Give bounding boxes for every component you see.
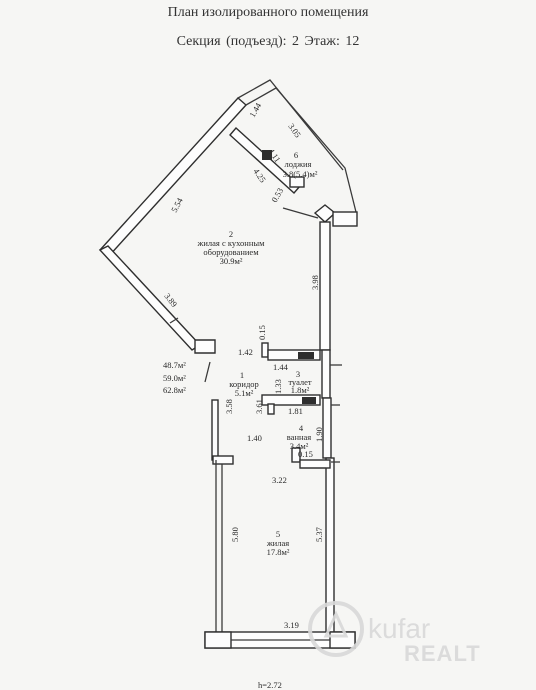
dim-3-89: 3.89 xyxy=(162,291,179,309)
dim-1-81: 1.81 xyxy=(288,406,303,416)
room-2-name-line1: жилая с кухонным xyxy=(197,238,266,248)
dim-5-54: 5.54 xyxy=(169,195,185,213)
dim-3-22: 3.22 xyxy=(272,475,287,485)
dim-0-53: 0.53 xyxy=(269,186,285,204)
wall-right-exterior xyxy=(319,221,342,634)
dim-1-90: 1.90 xyxy=(314,427,324,442)
total-area-a: 48.7м² xyxy=(163,360,186,370)
room-1-area: 5.1м² xyxy=(235,388,254,398)
room-2-area: 30.9м² xyxy=(220,256,243,266)
dim-1-42: 1.42 xyxy=(238,347,253,357)
room-6-number: 6 xyxy=(294,150,298,160)
wall-bottom xyxy=(204,631,356,649)
ceiling-height: h=2.72 xyxy=(258,680,282,690)
dim-0-15-b: 0.15 xyxy=(298,449,313,459)
room-4-name: ванная xyxy=(287,432,312,442)
room-4-area: 3.4м² xyxy=(290,441,309,451)
dim-4-25: 4.25 xyxy=(251,166,268,184)
dim-1-44-b: 1.44 xyxy=(273,362,289,372)
room-5-name: жилая xyxy=(266,538,289,548)
watermark-ring-icon xyxy=(308,601,364,657)
room-1-label: 1 коридор 5.1м² xyxy=(229,370,259,398)
dim-3-58: 3.58 xyxy=(224,399,234,414)
wall-diagonal-upper xyxy=(99,97,247,258)
total-area-c: 62.8м² xyxy=(163,385,186,395)
section-floor-info: Секция (подъезд): 2 Этаж: 12 xyxy=(176,34,360,49)
dim-5-80: 5.80 xyxy=(230,527,240,542)
total-area-b: 59.0м² xyxy=(163,373,186,383)
dim-5-37: 5.37 xyxy=(314,527,324,542)
dim-0-15-a: 0.15 xyxy=(257,325,267,340)
room-2-label: 2 жилая с кухонным оборудованием 30.9м² xyxy=(197,229,266,266)
totals-pointer-line xyxy=(204,361,211,383)
dim-3-61: 3.61 xyxy=(254,399,264,414)
room-3-name: туалет xyxy=(288,377,312,387)
dim-3-05: 3.05 xyxy=(286,121,303,139)
room-1-name: коридор xyxy=(229,379,259,389)
room-4-number: 4 xyxy=(299,423,304,433)
plan-title: План изолированного помещения xyxy=(167,5,369,20)
wall-corridor-left xyxy=(211,399,234,632)
dim-3-98: 3.98 xyxy=(310,275,320,290)
room-6-label: 6 лоджия 3.8(5.4)м² xyxy=(283,150,318,179)
room-4-label: 4 ванная 3.4м² xyxy=(287,423,312,451)
dim-1-33: 1.33 xyxy=(273,379,283,394)
room-3-area: 1.8м² xyxy=(291,385,310,395)
kufar-realt-watermark: kufar REALT xyxy=(308,601,481,666)
wall-bathroom xyxy=(291,447,331,469)
room-5-area: 17.8м² xyxy=(267,547,290,557)
room-2-number: 2 xyxy=(229,229,233,239)
loggia-walls xyxy=(229,79,357,219)
watermark-house-icon xyxy=(323,610,349,638)
area-totals: 48.7м² 59.0м² 62.8м² xyxy=(163,360,211,395)
watermark-brand: kufar xyxy=(368,613,430,644)
room-3-label: 3 туалет 1.8м² xyxy=(288,369,312,395)
room-2-name-line2: оборудованием xyxy=(203,247,259,257)
room-6-name: лоджия xyxy=(285,159,312,169)
wall-entrance-return xyxy=(194,339,216,354)
dim-3-19: 3.19 xyxy=(284,620,299,630)
room-5-number: 5 xyxy=(276,529,280,539)
loggia-corner-pier xyxy=(313,204,358,227)
room-3-number: 3 xyxy=(296,369,300,379)
room-6-area: 3.8(5.4)м² xyxy=(283,169,318,179)
dim-1-40: 1.40 xyxy=(247,433,262,443)
room-5-label: 5 жилая 17.8м² xyxy=(266,529,290,557)
wall-toilet xyxy=(261,342,321,415)
watermark-sub: REALT xyxy=(404,641,481,666)
room-1-number: 1 xyxy=(240,370,244,380)
wall-diagonal-lower xyxy=(98,245,202,351)
